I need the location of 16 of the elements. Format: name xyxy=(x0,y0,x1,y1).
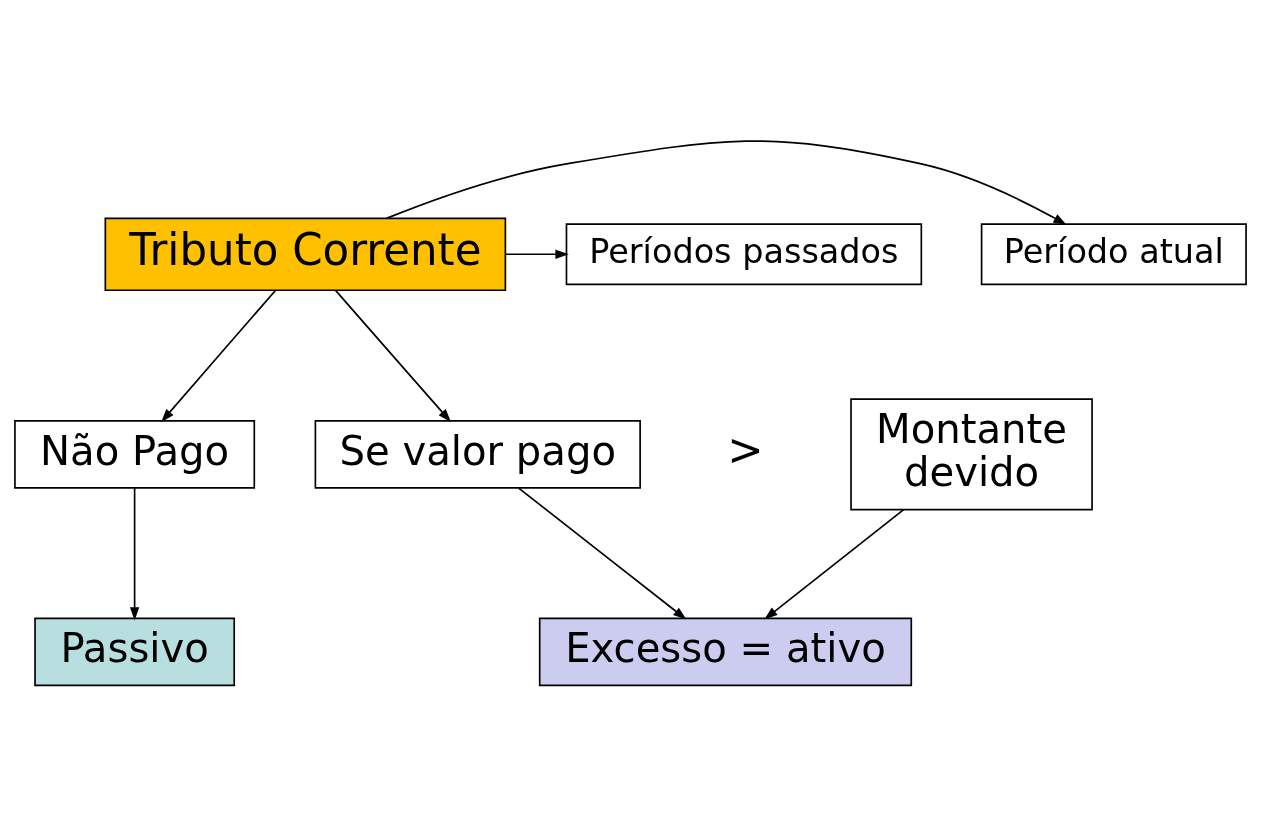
arrow xyxy=(129,486,140,621)
arrow xyxy=(517,486,687,620)
node-box: Montante devido xyxy=(850,397,1093,510)
node-box: Se valor pago xyxy=(314,419,641,489)
arrow xyxy=(334,289,451,422)
arrow xyxy=(504,249,569,259)
node-box: Excesso = ativo xyxy=(538,617,913,686)
node-box: Períodos passados xyxy=(565,222,923,285)
arrow xyxy=(764,508,905,620)
node-box: Não Pago xyxy=(14,419,256,489)
label: > xyxy=(727,424,764,475)
node-box: Passivo xyxy=(34,617,236,686)
arrow xyxy=(161,289,277,422)
arrow xyxy=(386,139,1067,225)
node-box: Tributo Corrente xyxy=(104,216,507,291)
node-box: Período atual xyxy=(980,222,1247,285)
